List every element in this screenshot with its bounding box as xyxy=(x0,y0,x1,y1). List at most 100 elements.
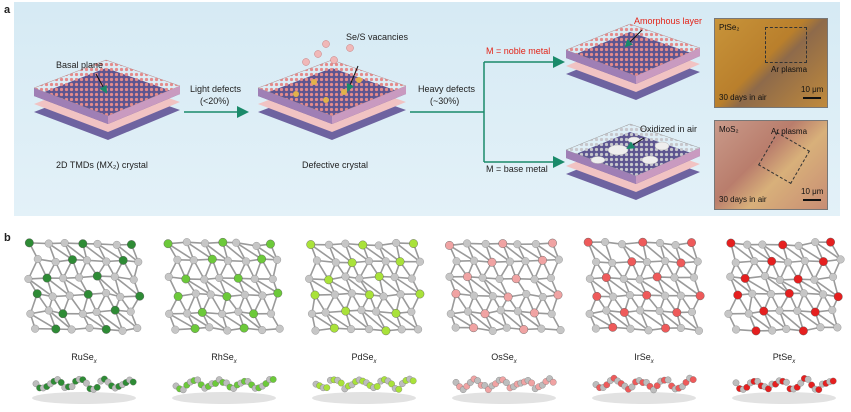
selenium-atom xyxy=(102,289,111,298)
micro-top-material: PtSe₂ xyxy=(719,23,740,32)
selenium-atom xyxy=(794,241,803,250)
selenium-atom xyxy=(726,272,735,281)
selenium-atom xyxy=(355,274,364,283)
micro-bottom-scale: 10 μm xyxy=(801,187,824,196)
selenium-atom xyxy=(602,306,611,315)
selenium-atom xyxy=(59,274,68,283)
amorphous-layer-label: Amorphous layer xyxy=(634,16,703,26)
base-metal-label: M = base metal xyxy=(486,164,548,174)
metal-atom xyxy=(135,291,145,301)
selenium-atom xyxy=(481,239,490,248)
selenium-atom xyxy=(470,291,479,300)
selenium-atom xyxy=(488,326,497,335)
metal-atom xyxy=(233,273,243,283)
selenium-atom xyxy=(242,257,251,266)
selenium-atom xyxy=(836,255,845,264)
metal-atom xyxy=(503,292,513,302)
selenium-atom xyxy=(618,240,627,249)
metal-atom xyxy=(601,273,611,282)
selenium-atom xyxy=(312,256,321,265)
selenium-atom xyxy=(26,309,35,318)
metal-atom xyxy=(273,288,283,298)
selenium-atom xyxy=(365,325,374,334)
selenium-atom xyxy=(48,292,57,301)
panel-a-letter: a xyxy=(4,4,11,16)
selenium-atom xyxy=(341,272,350,281)
heavy-defects-label: Heavy defects xyxy=(418,84,476,94)
metal-atom xyxy=(249,309,258,319)
defective-crystal xyxy=(257,40,407,140)
selenium-atom xyxy=(601,238,610,247)
vacancy-pointer xyxy=(346,65,359,92)
micrograph-ptse2: PtSe₂ Ar plasma 30 days in air 10 μm xyxy=(714,18,828,108)
metal-atom xyxy=(391,308,401,318)
selenium-atom xyxy=(828,272,837,281)
selenium-atom xyxy=(364,257,373,266)
side-view-rhsex xyxy=(172,376,277,404)
selenium-atom xyxy=(609,292,618,301)
selenium-atom xyxy=(164,272,173,281)
metal-atom xyxy=(329,323,339,333)
selenium-atom xyxy=(676,291,685,300)
selenium-atom xyxy=(644,326,653,335)
metal-atom xyxy=(306,240,316,249)
selenium-atom xyxy=(324,240,333,249)
selenium-atom xyxy=(689,273,698,282)
selenium-atom xyxy=(65,291,74,300)
oxidized-pointer xyxy=(626,137,645,150)
vacancies-label: Se/S vacancies xyxy=(346,32,409,42)
selenium-atom xyxy=(331,258,340,267)
metal-atom xyxy=(222,292,232,301)
selenium-atom xyxy=(748,289,757,298)
metal-atom xyxy=(833,292,843,302)
metal-atom xyxy=(638,237,648,247)
metal-atom xyxy=(24,238,34,248)
metal-atom xyxy=(608,322,618,332)
metal-atom xyxy=(341,306,351,316)
selenium-atom xyxy=(92,307,101,316)
selenium-atom xyxy=(218,309,227,318)
selenium-atom xyxy=(495,274,504,283)
selenium-atom xyxy=(414,325,423,334)
pristine-crystal xyxy=(33,59,181,140)
selenium-atom xyxy=(828,306,837,315)
metal-atom xyxy=(68,255,77,265)
selenium-atom xyxy=(464,307,473,316)
selenium-atom xyxy=(93,239,102,248)
selenium-atom xyxy=(585,274,594,283)
selenium-atom xyxy=(51,257,60,266)
selenium-atom xyxy=(591,324,600,333)
selenium-atom xyxy=(819,290,828,299)
side-view-ossex xyxy=(452,375,557,404)
selenium-atom xyxy=(687,308,696,317)
micrograph-mos2: MoS₂ Ar plasma 30 days in air 10 μm xyxy=(714,120,828,210)
selenium-atom xyxy=(833,323,842,332)
selenium-atom xyxy=(200,239,209,248)
selenium-atom xyxy=(330,290,339,299)
lattice-ossex xyxy=(445,238,565,335)
selenium-atom xyxy=(126,307,135,316)
metal-atom xyxy=(310,290,320,300)
selenium-atom xyxy=(347,289,356,298)
oxidized-crystal xyxy=(565,123,701,200)
material-name: OsSe xyxy=(491,352,514,362)
caption-rhsex: RhSex xyxy=(184,352,264,365)
selenium-atom xyxy=(307,309,316,318)
selenium-atom xyxy=(463,239,472,248)
metal-atom xyxy=(92,271,102,281)
selenium-atom xyxy=(513,307,522,316)
metal-atom xyxy=(592,291,602,301)
selenium-atom xyxy=(625,291,634,300)
material-subscript: x xyxy=(373,358,377,365)
metal-atom xyxy=(480,309,490,319)
metal-atom xyxy=(672,308,682,317)
metal-atom xyxy=(469,323,478,333)
side-view-pdsex xyxy=(312,375,417,404)
selenium-atom xyxy=(372,307,381,316)
metal-atom xyxy=(181,274,191,284)
metal-atom xyxy=(767,256,777,266)
lattice-rusex xyxy=(24,238,145,335)
metal-atom xyxy=(498,239,508,248)
material-name: RuSe xyxy=(71,352,94,362)
metal-atom xyxy=(799,326,808,336)
